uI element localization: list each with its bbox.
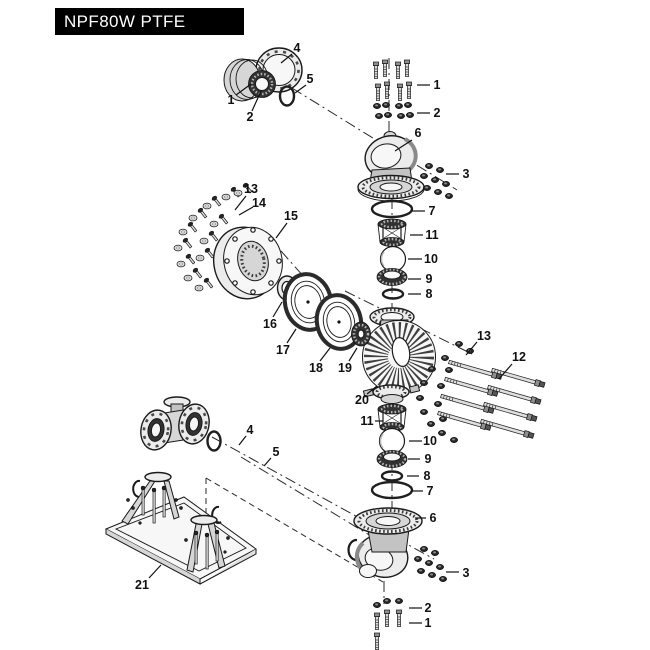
callout-leader-14: [238, 206, 254, 216]
part-6-manifold-top: [357, 131, 425, 202]
callout-number-19: 19: [338, 361, 352, 375]
part-11-valve-cage-upper: [377, 218, 407, 247]
callout-leader-6: [394, 139, 413, 152]
callout-number-17: 17: [276, 343, 290, 357]
part-12-long-bolts: [436, 358, 546, 440]
callout-number-1: 1: [434, 78, 441, 92]
callout-number-3: 3: [463, 566, 470, 580]
part-10-valve-ball-lower: [378, 427, 406, 455]
base-stand-bolts: [140, 485, 220, 570]
part-5-o-ring-top: [278, 85, 296, 107]
part-3-nuts-bottom: [413, 545, 448, 583]
part-6-manifold-bottom: [347, 507, 423, 578]
callout-number-21: 21: [135, 578, 149, 592]
callout-number-4: 4: [294, 41, 301, 55]
callout-number-9: 9: [425, 452, 432, 466]
callout-number-12: 12: [512, 350, 526, 364]
callout-number-14: 14: [252, 196, 266, 210]
callout-leader-4: [280, 53, 293, 64]
callout-number-10: 10: [424, 252, 438, 266]
callout-leader-16: [272, 301, 283, 318]
part-3-nuts-top: [419, 162, 454, 200]
part-2-nuts-bottom: [372, 597, 404, 609]
callout-leader-12: [498, 363, 513, 380]
part-4-flange-clamp-assembly-top: [223, 47, 303, 102]
callout-number-11: 11: [360, 414, 373, 428]
model-title: NPF80W PTFE: [64, 12, 186, 31]
callout-number-5: 5: [273, 445, 280, 459]
callout-leader-13: [465, 341, 478, 356]
callout-number-6: 6: [415, 126, 422, 140]
callout-number-2: 2: [434, 106, 441, 120]
part-1-bolts-bottom: [374, 609, 402, 650]
callout-number-10: 10: [423, 434, 437, 448]
callout-number-8: 8: [426, 287, 433, 301]
part-5-o-ring-bottom: [206, 430, 222, 452]
callout-leader-5: [263, 457, 272, 467]
part-21-base-stand: [104, 471, 257, 585]
part-2-nuts-top: [372, 101, 415, 120]
callout-number-15: 15: [284, 209, 298, 223]
callout-number-6: 6: [430, 511, 437, 525]
callout-number-1: 1: [425, 616, 432, 630]
callout-leader-1: [235, 83, 252, 96]
callout-leader-2: [251, 90, 262, 112]
model-title-block: NPF80W PTFE: [55, 8, 244, 35]
callout-number-2: 2: [425, 601, 432, 615]
part-4-flange-tee-bottom: [140, 396, 210, 451]
part-1-bolts-top: [373, 59, 412, 101]
callout-number-1: 1: [228, 93, 235, 107]
callout-number-13: 13: [477, 329, 491, 343]
callout-leader-19: [348, 347, 358, 362]
part-9-valve-seat-lower: [376, 450, 408, 468]
part-18-backup-diaphragm: [314, 293, 364, 351]
callout-leader-20: [366, 385, 378, 395]
part-10-valve-ball-upper: [379, 245, 407, 273]
part-11-valve-cage-lower: [377, 403, 407, 432]
part-20-center-body: [362, 307, 436, 404]
callout-number-7: 7: [427, 484, 434, 498]
callout-number-18: 18: [309, 361, 323, 375]
callout-leader-18: [319, 347, 331, 362]
callout-number-8: 8: [424, 469, 431, 483]
part-8-o-ring-upper: [381, 288, 405, 300]
callout-number-5: 5: [307, 72, 314, 86]
callout-leader-4: [238, 435, 247, 446]
callout-number-13: 13: [244, 182, 258, 196]
part-15-fluid-cap: [212, 226, 283, 300]
callout-leader-5: [294, 84, 307, 94]
part-9-valve-seat-upper: [376, 268, 408, 286]
callout-number-3: 3: [463, 167, 470, 181]
callout-number-20: 20: [355, 393, 369, 407]
callout-leader-21: [148, 564, 162, 579]
callout-leader-15: [275, 222, 288, 239]
part-8-o-ring-lower: [380, 470, 404, 482]
callout-number-4: 4: [247, 423, 254, 437]
part-7-o-ring-upper: [370, 199, 414, 219]
callout-number-7: 7: [429, 204, 436, 218]
callout-number-2: 2: [247, 110, 254, 124]
callout-leader-13: [234, 195, 247, 211]
callout-number-11: 11: [425, 228, 438, 242]
part-19-inner-piston-plate: [351, 321, 371, 347]
callout-number-9: 9: [426, 272, 433, 286]
callout-number-16: 16: [263, 317, 277, 331]
callout-leader-17: [286, 328, 297, 344]
part-7-o-ring-lower: [370, 480, 414, 500]
